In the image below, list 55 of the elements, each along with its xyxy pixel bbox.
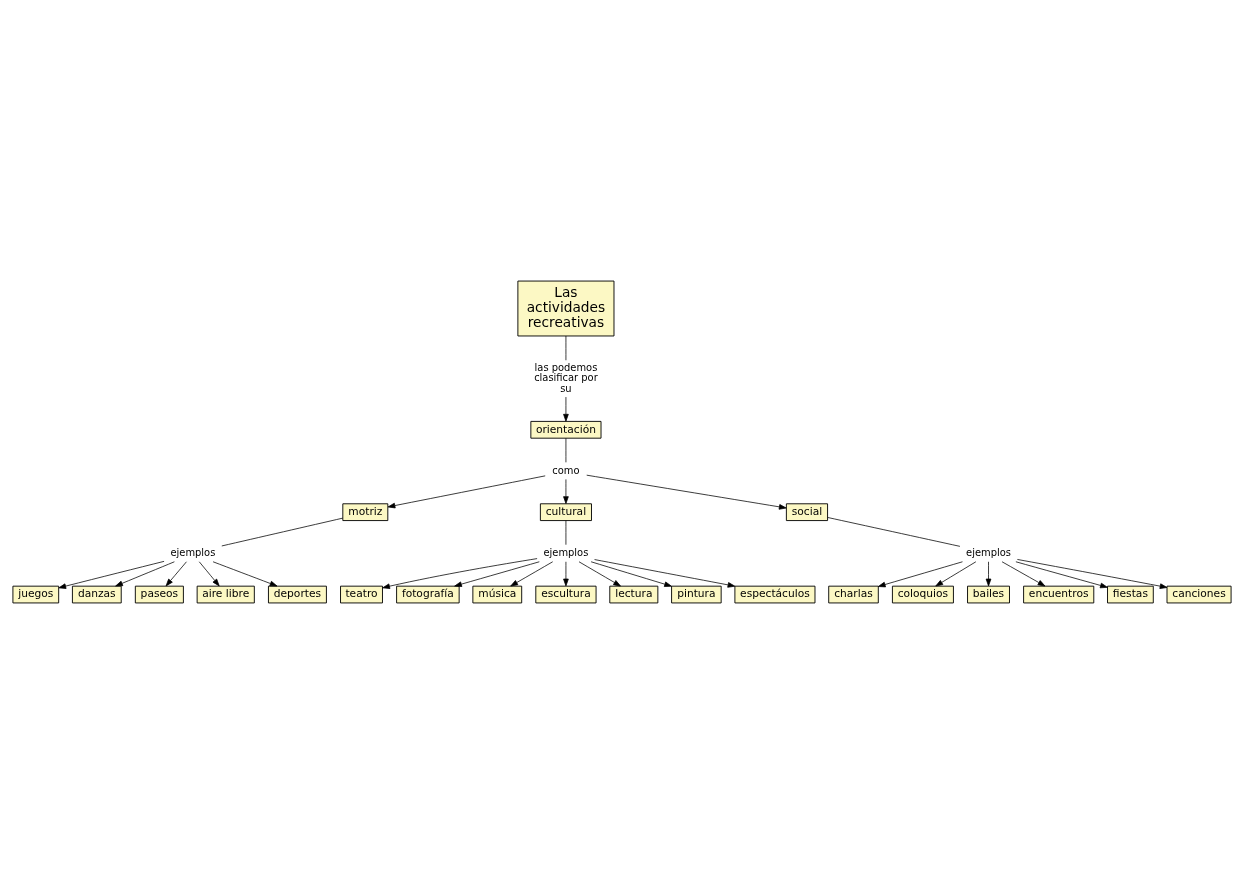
node-text: ejemplos — [966, 546, 1011, 558]
node-text: las podemos clasificar por su — [534, 361, 598, 394]
arrow — [454, 561, 540, 587]
node-box: espectáculos — [734, 585, 816, 604]
node-box: lectura — [609, 585, 659, 604]
node-box: social — [785, 503, 829, 522]
arrow — [586, 474, 787, 510]
node-box: orientación — [530, 420, 602, 439]
arrow — [1015, 561, 1108, 589]
node-box: fotografía — [396, 585, 460, 604]
node-box: deportes — [268, 585, 327, 604]
arrow — [935, 561, 977, 587]
arrow — [1001, 561, 1046, 587]
connector — [565, 437, 567, 463]
node-box: aire libre — [196, 585, 255, 604]
node-box: escultura — [535, 585, 597, 604]
node-box: bailes — [967, 585, 1010, 604]
node-box: coloquios — [891, 585, 954, 604]
arrow — [877, 561, 963, 588]
node-box: encuentros — [1023, 585, 1095, 604]
node-box: pintura — [671, 585, 722, 604]
arrow — [563, 561, 569, 587]
arrow — [563, 396, 569, 422]
node-box: danzas — [71, 585, 122, 604]
connector — [221, 517, 344, 547]
node-box: Las actividades recreativas — [517, 280, 615, 337]
connector — [827, 517, 961, 547]
node-box: teatro — [340, 585, 383, 604]
node-box: cultural — [539, 503, 592, 522]
node-box: juegos — [12, 585, 60, 604]
node-box: motriz — [342, 503, 389, 522]
arrow — [387, 475, 546, 509]
node-box: paseos — [134, 585, 184, 604]
arrow — [382, 558, 538, 589]
arrow — [198, 561, 220, 587]
arrow — [590, 561, 672, 587]
arrow — [58, 560, 165, 589]
connector — [565, 335, 567, 361]
arrow — [1017, 559, 1168, 589]
arrow — [212, 561, 278, 587]
node-box: canciones — [1166, 585, 1232, 604]
node-box: música — [472, 585, 523, 604]
arrow — [563, 479, 569, 504]
arrow — [594, 559, 736, 588]
arrow — [985, 561, 992, 587]
node-text: como — [552, 464, 580, 476]
arrow — [510, 561, 554, 587]
connector — [565, 520, 567, 546]
node-text: ejemplos — [170, 546, 216, 558]
arrow — [115, 561, 175, 587]
node-box: charlas — [828, 585, 879, 604]
node-text: ejemplos — [543, 546, 589, 558]
arrow — [165, 561, 187, 587]
node-box: fiestas — [1107, 585, 1154, 604]
arrow — [578, 561, 621, 587]
